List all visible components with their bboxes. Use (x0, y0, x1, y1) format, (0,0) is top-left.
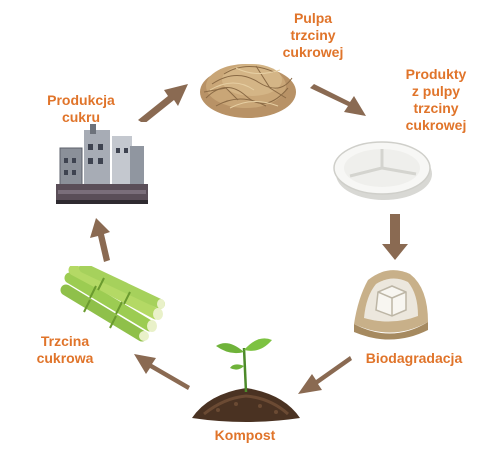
label-products: Produkty z pulpy trzciny cukrowej (405, 66, 467, 133)
sugar-factory-image (56, 124, 148, 204)
bagasse-pulp-image (200, 64, 296, 118)
label-sugarcane: Trzcina cukrowa (36, 333, 94, 366)
arrow-factory-to-pulp (138, 84, 188, 122)
arrow-biodegradation-to-compost (298, 356, 352, 394)
arrow-compost-to-sugarcane (134, 354, 190, 390)
sugarcane-stalks-image (60, 266, 165, 342)
arrow-pulp-to-products (310, 84, 366, 116)
pulp-plate-image (333, 141, 432, 200)
label-compost: Kompost (214, 427, 276, 443)
label-biodegradation: Biodagradacja (365, 350, 463, 366)
arrow-sugarcane-to-factory (90, 218, 110, 262)
compost-sprout-image (192, 338, 300, 422)
label-sugar-production: Produkcja cukru (47, 92, 115, 125)
biodegrading-container-image (354, 270, 428, 340)
label-pulp: Pulpa trzciny cukrowej (282, 10, 344, 60)
arrow-products-to-biodegradation (382, 214, 408, 260)
